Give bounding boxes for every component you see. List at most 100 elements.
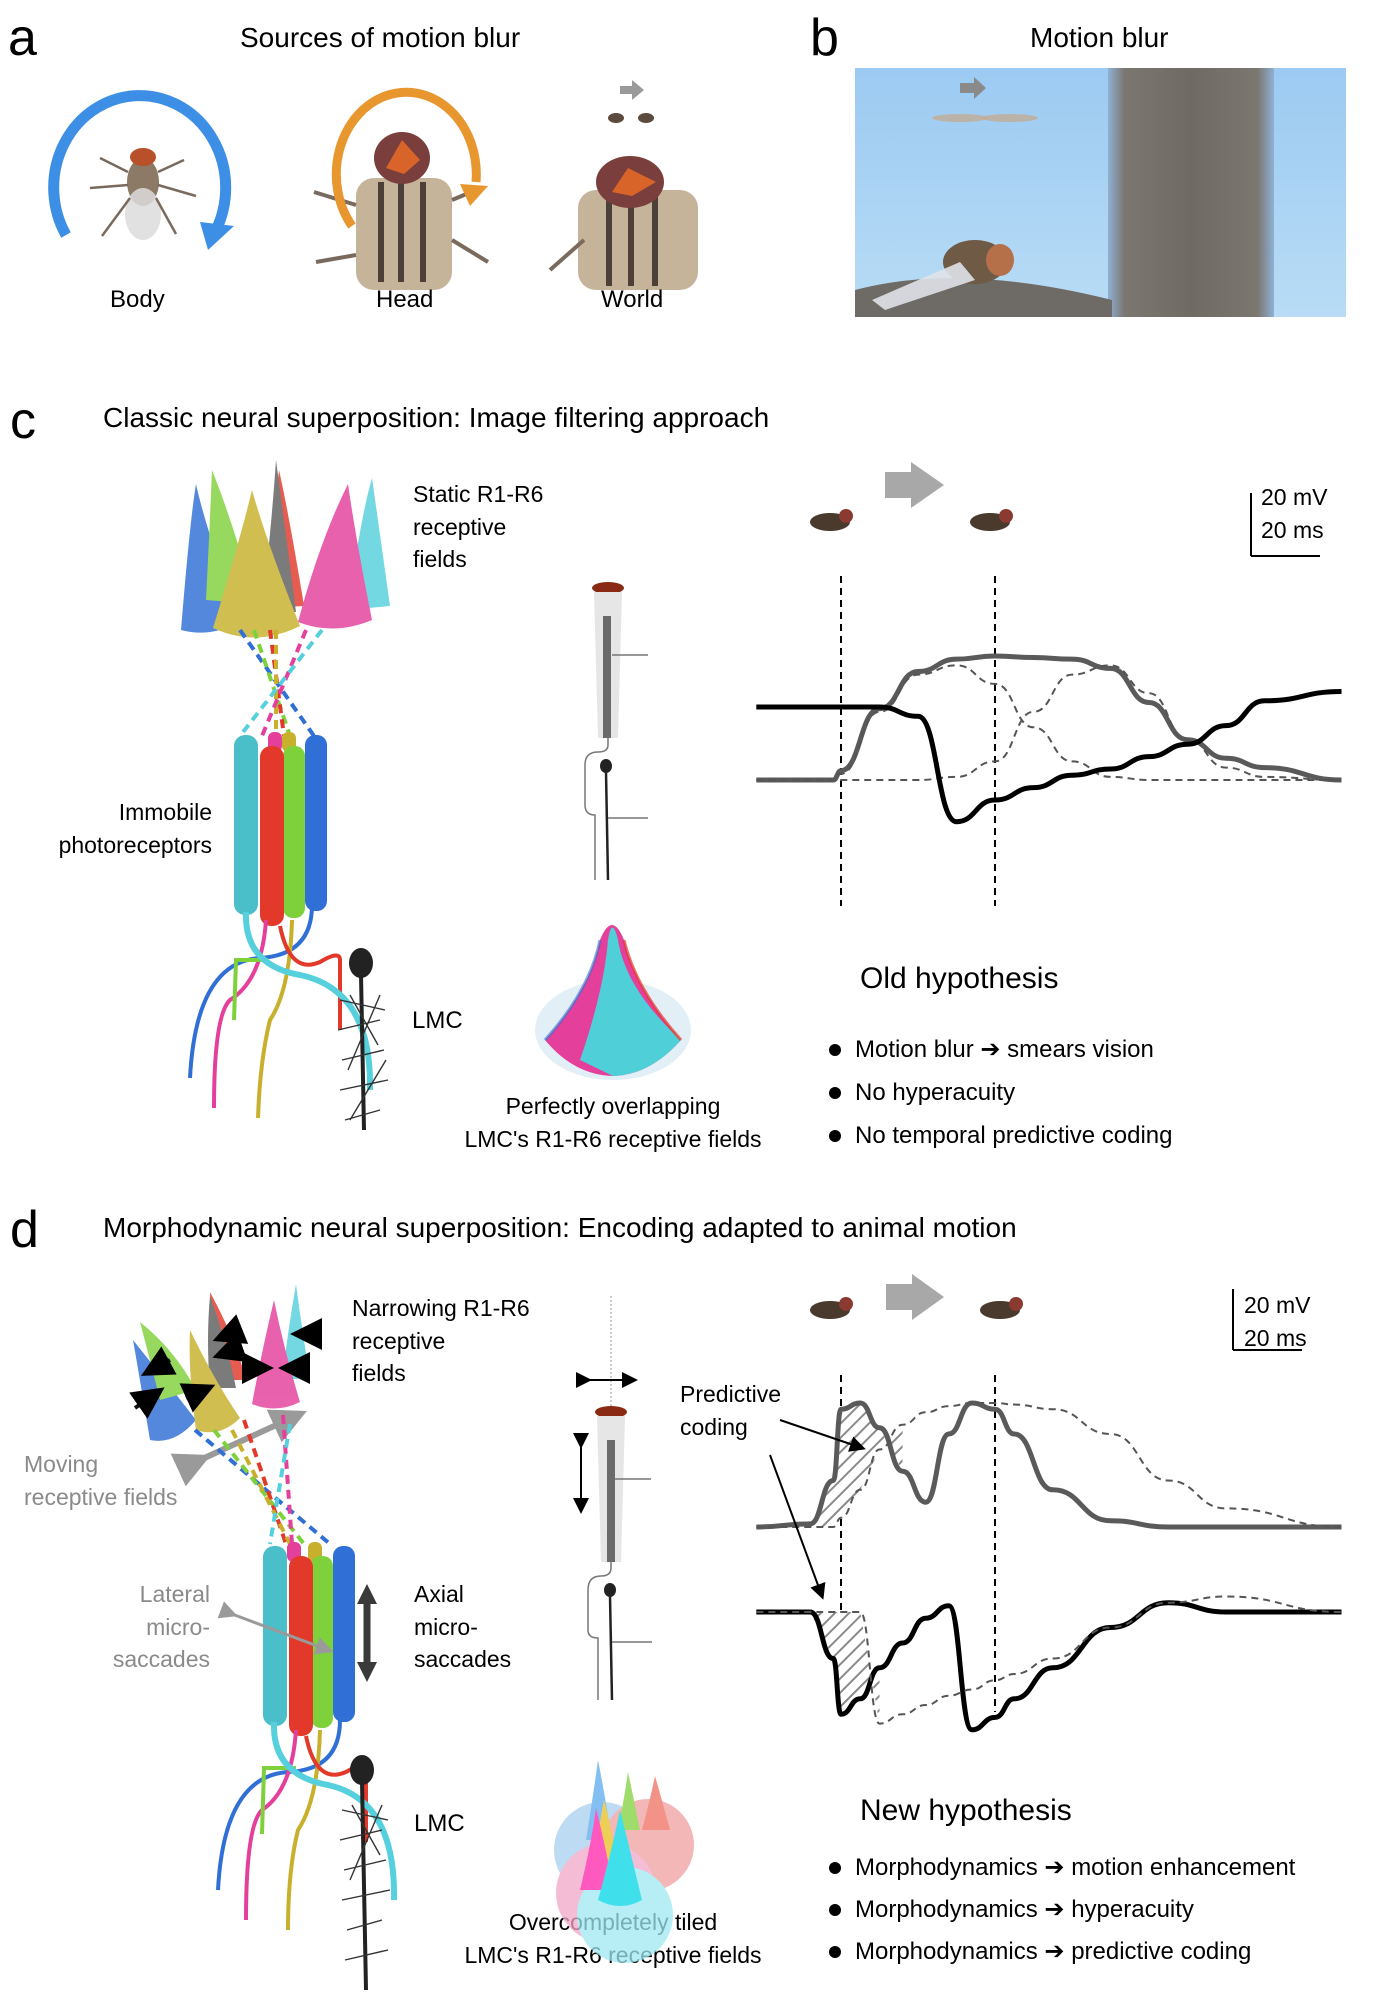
tiled-cone-cyan: [598, 1810, 642, 1906]
label-world: World: [601, 286, 664, 313]
bullet-text: No temporal predictive coding: [855, 1122, 1173, 1149]
bullet-icon: [829, 1946, 841, 1958]
tiled-cone-magenta: [580, 1808, 614, 1890]
annotation-line: Predictive: [680, 1381, 781, 1407]
static-rf-label-line: receptive: [413, 513, 507, 540]
panel-d-letter: d: [10, 1201, 39, 1259]
panel-b-letter: b: [810, 9, 839, 67]
lmc-neuron-c: [337, 948, 389, 1131]
stimulus-fly-c: [810, 462, 1013, 531]
panel-c-title: Classic neural superposition: Image filt…: [103, 402, 770, 433]
old-hypothesis-bullet: No temporal predictive coding: [829, 1124, 1173, 1148]
small-fly-icon: [608, 113, 654, 123]
tiled-rf-cones-d: [554, 1760, 694, 1963]
annotation-line: coding: [680, 1413, 748, 1440]
photoreceptor-bundle-c: [234, 732, 327, 926]
static-rf-label: Static R1-R6 receptive fields: [413, 478, 543, 576]
new-hypothesis-bullet: Morphodynamics ➔ motion enhancement: [829, 1856, 1295, 1880]
trace-photoreceptor_dot2: [756, 664, 1342, 782]
new-hypothesis-title: New hypothesis: [860, 1794, 1072, 1827]
recording-schematic-d: [573, 1296, 652, 1701]
bullet-icon: [829, 1087, 841, 1099]
photoreceptor-green: [283, 746, 305, 918]
static-rf-label-line: fields: [413, 546, 467, 573]
fly-thorax-world-icon: [548, 156, 698, 290]
lmc-label-d: LMC: [414, 1810, 465, 1837]
scalebar-voltage-label: 20 mV: [1244, 1292, 1311, 1318]
axons-c: [188, 904, 374, 1119]
bullet-text: No hyperacuity: [855, 1079, 1016, 1106]
panel-a-letter: a: [8, 9, 37, 67]
bullet-text: Morphodynamics ➔ motion enhancement: [855, 1854, 1296, 1881]
head-rotation-arrow-icon: [331, 87, 488, 229]
axial-microsaccades-label: Axial micro- saccades: [414, 1578, 511, 1676]
blur-arrow-icon: [960, 77, 986, 99]
perched-fly-icon: [872, 240, 1014, 310]
narrowing-label-line: receptive: [352, 1327, 446, 1354]
bullet-icon: [829, 1044, 841, 1056]
motion-arrow-icon: [885, 472, 911, 498]
immobile-label-line: Immobile: [118, 799, 212, 825]
lateral-label-line: Lateral: [139, 1581, 210, 1607]
new-hypothesis-bullet: Morphodynamics ➔ predictive coding: [829, 1940, 1251, 1964]
photoreceptor-cyan: [234, 735, 258, 915]
narrowing-rf-label: Narrowing R1-R6 receptive fields: [352, 1292, 530, 1390]
fly-topdown-icon: [89, 148, 197, 240]
narrowing-label-line: fields: [352, 1360, 406, 1387]
moving-rf-label: Moving receptive fields: [24, 1448, 177, 1513]
body-rotation-arrow-icon: [48, 90, 234, 250]
tiled-cone-green: [618, 1772, 640, 1830]
motion-arrow-icon: [886, 1284, 912, 1310]
immobile-photoreceptors-label: Immobile photoreceptors: [59, 796, 212, 861]
rf-cone-magenta: [298, 484, 372, 629]
narrowing-arrows-d: [129, 1314, 322, 1419]
scalebar-time-label: 20 ms: [1261, 516, 1324, 543]
blurred-pole: [1108, 68, 1274, 317]
recording-schematic-c: [584, 582, 648, 881]
trace-photoreceptor_static: [756, 1401, 1342, 1528]
axial-microsaccade-arrow-icon: [357, 1584, 377, 1682]
immobile-label-line: photoreceptors: [58, 831, 212, 858]
bullet-text: Motion blur ➔ smears vision: [855, 1036, 1154, 1063]
axial-label-line: saccades: [414, 1646, 512, 1673]
scalebar-d: [1232, 1289, 1302, 1351]
photoreceptor-blue: [333, 1546, 355, 1722]
static-rf-label-line: Static R1-R6: [413, 481, 544, 507]
new-hypothesis-bullet: Morphodynamics ➔ hyperacuity: [829, 1898, 1194, 1922]
old-hypothesis-title: Old hypothesis: [860, 962, 1059, 995]
photoreceptor-red: [260, 746, 284, 926]
scalebar-d-labels: 20 mV 20 ms: [1244, 1289, 1310, 1354]
optical-rays-d: [193, 1414, 332, 1546]
overlapping-rf-bell-c: [535, 925, 691, 1080]
old-hypothesis-bullet: No hyperacuity: [829, 1081, 1015, 1105]
lateral-microsaccade-arrow-icon: [217, 1601, 334, 1655]
lateral-microsaccades-label: Lateral micro- saccades: [113, 1578, 210, 1676]
trace-photoreceptor_sum: [756, 653, 1342, 783]
tiled-cone-red: [642, 1776, 670, 1830]
panel-c-letter: c: [10, 392, 36, 450]
trace-lmc: [756, 689, 1342, 825]
bullet-icon: [829, 1130, 841, 1142]
static-receptive-fields-c: [181, 460, 390, 638]
fly-thorax-head-icon: [313, 132, 490, 290]
predictive-coding-annotation: Predictive coding: [680, 1378, 781, 1443]
bullet-text: Morphodynamics ➔ predictive coding: [855, 1938, 1252, 1965]
lateral-label-line: micro-: [146, 1613, 210, 1640]
lateral-label-line: saccades: [112, 1646, 210, 1673]
axial-label-line: Axial: [414, 1581, 464, 1607]
panel-a-illustrations: [48, 80, 698, 290]
label-head: Head: [376, 286, 434, 313]
bullet-icon: [829, 1862, 841, 1874]
label-body: Body: [110, 286, 165, 313]
scalebar-voltage-label: 20 mV: [1261, 484, 1328, 510]
trace-photoreceptor_morphodynamic: [756, 1400, 1342, 1530]
overlap-caption-line: LMC's R1-R6 receptive fields: [464, 1125, 762, 1152]
bullet-text: Morphodynamics ➔ hyperacuity: [855, 1896, 1194, 1923]
blurred-fly-1: [932, 114, 988, 122]
moving-label-line: receptive fields: [24, 1483, 178, 1510]
optical-rays-c: [238, 628, 324, 738]
